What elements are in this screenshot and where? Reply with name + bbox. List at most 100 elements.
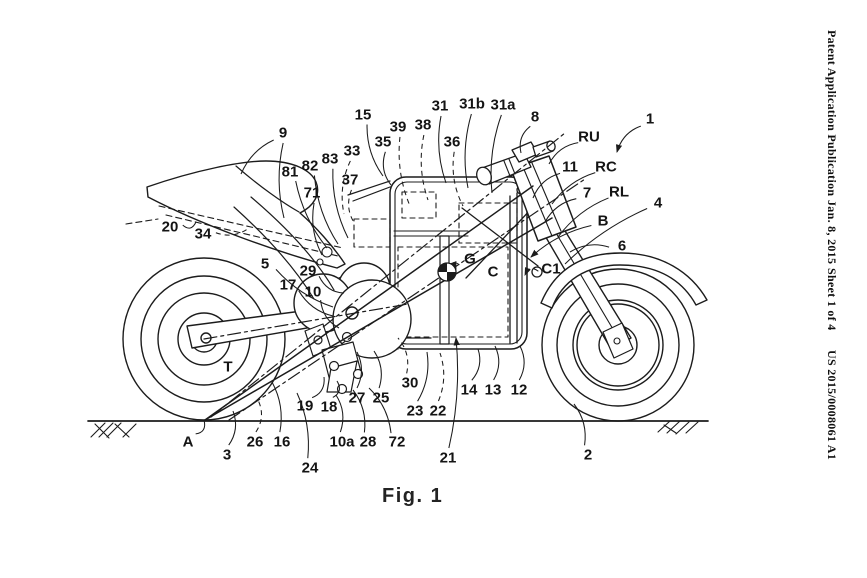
leader-line-7 — [544, 198, 577, 223]
leader-line-25 — [373, 350, 382, 389]
leader-line-15 — [366, 124, 384, 177]
hidden-tail-frame — [125, 205, 344, 257]
leader-line-12 — [518, 345, 525, 381]
leader-line-B — [530, 224, 592, 258]
ref-label-33: 33 — [343, 142, 361, 160]
ref-label-35: 35 — [374, 133, 392, 151]
leader-line-28 — [352, 389, 366, 433]
seat-tail-cowl — [125, 160, 346, 300]
leader-line-24 — [296, 392, 309, 459]
ref-label-10: 10 — [304, 283, 322, 301]
leader-line-29 — [318, 275, 345, 294]
ref-label-G: G — [464, 250, 476, 268]
handlebar — [476, 140, 556, 186]
ref-label-31a: 31a — [490, 96, 516, 114]
ref-label-3: 3 — [222, 446, 232, 464]
header-sheet-number: Sheet 1 of 4 — [825, 268, 839, 331]
leader-line-31b — [464, 113, 472, 189]
ref-label-30: 30 — [401, 374, 419, 392]
ref-label-11: 11 — [562, 158, 578, 176]
leader-line-10 — [320, 300, 340, 329]
ref-label-29: 29 — [299, 262, 317, 280]
leader-line-RU — [548, 142, 579, 165]
ref-label-19: 19 — [296, 397, 314, 415]
leader-line-31a — [490, 114, 502, 194]
ref-label-8: 8 — [530, 108, 540, 126]
leader-line-RC — [551, 172, 596, 205]
ref-label-82: 82 — [301, 157, 319, 175]
ref-label-81: 81 — [281, 163, 299, 181]
leader-line-39 — [398, 136, 411, 207]
leader-line-81 — [295, 180, 328, 249]
ref-label-26: 26 — [246, 433, 264, 451]
ref-label-18: 18 — [320, 398, 338, 416]
leader-line-19 — [311, 376, 325, 399]
leader-line-6 — [569, 244, 610, 253]
leader-line-35 — [382, 151, 392, 186]
ref-label-14: 14 — [460, 381, 478, 399]
leader-line-26 — [255, 399, 262, 433]
leader-line-22 — [437, 352, 445, 402]
ref-label-1: 1 — [645, 110, 655, 128]
ref-label-A: A — [182, 433, 194, 451]
ref-label-23: 23 — [406, 402, 424, 420]
ref-label-34: 34 — [194, 225, 212, 243]
leader-line-13 — [493, 345, 500, 381]
header-date: Jan. 8, 2015 — [825, 200, 839, 265]
ref-label-13: 13 — [484, 381, 502, 399]
ref-label-RC: RC — [595, 158, 617, 176]
leader-line-17 — [298, 290, 334, 317]
ref-label-31: 31 — [431, 97, 449, 115]
leader-line-16 — [271, 381, 282, 433]
ground-hatch-left — [90, 422, 137, 439]
ref-label-36: 36 — [443, 133, 461, 151]
leader-line-23 — [417, 351, 429, 402]
battery-case — [347, 176, 528, 350]
ref-label-24: 24 — [301, 459, 319, 477]
ref-label-38: 38 — [414, 116, 432, 134]
leader-line-5 — [275, 268, 334, 308]
ref-label-20: 20 — [161, 218, 179, 236]
leader-line-27 — [356, 351, 363, 389]
leader-line-18 — [332, 380, 340, 398]
leader-line-2 — [573, 403, 586, 446]
leader-line-33 — [341, 160, 351, 215]
leader-line-21 — [448, 336, 460, 449]
leader-line-72 — [368, 387, 392, 434]
header-publication-title: Patent Application Publication — [825, 30, 839, 197]
leader-line-20 — [182, 221, 197, 229]
ground-hatch-right — [657, 420, 699, 435]
ref-label-7: 7 — [582, 184, 592, 202]
leader-line-11 — [532, 172, 561, 199]
figure-caption: Fig. 1 — [382, 485, 444, 507]
suspension-linkage — [304, 323, 364, 395]
ref-label-31b: 31b — [459, 95, 485, 113]
ref-label-B: B — [597, 212, 609, 230]
ref-label-39: 39 — [389, 118, 407, 136]
leader-line-3 — [228, 410, 237, 446]
leader-line-30 — [397, 337, 409, 374]
ref-label-10a: 10a — [329, 433, 355, 451]
ref-label-72: 72 — [388, 433, 406, 451]
ref-label-22: 22 — [429, 402, 447, 420]
center-axis-lines — [203, 132, 586, 421]
leader-line-36 — [452, 151, 464, 207]
leader-line-14 — [471, 348, 481, 381]
ref-label-27: 27 — [348, 389, 366, 407]
leader-line-37 — [348, 189, 356, 225]
leader-line-A — [195, 419, 206, 435]
ref-label-5: 5 — [260, 255, 270, 273]
ref-label-2: 2 — [583, 446, 593, 464]
ref-label-4: 4 — [653, 194, 663, 212]
ref-label-C1: C1 — [541, 260, 561, 278]
leader-line-9 — [240, 139, 274, 175]
leader-line-4 — [564, 208, 648, 265]
header-publication-number: US 2015/0008061 A1 — [825, 350, 839, 461]
leader-line-G — [450, 261, 460, 270]
leader-line-82 — [313, 175, 339, 245]
ref-label-71: 71 — [303, 184, 321, 202]
ref-label-RL: RL — [609, 183, 629, 201]
